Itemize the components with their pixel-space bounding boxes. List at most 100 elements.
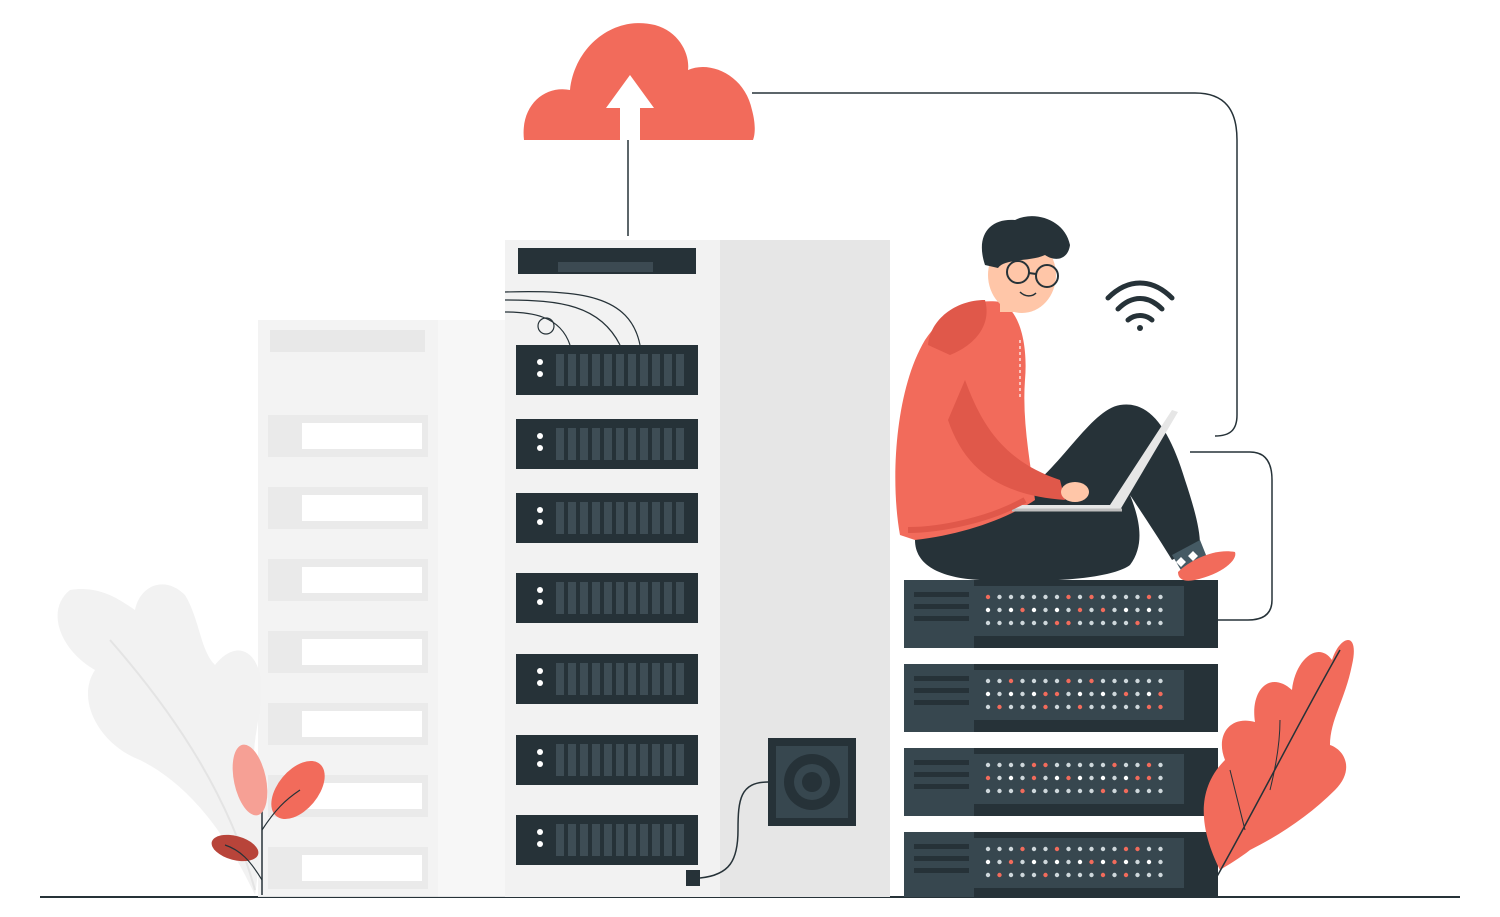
- status-led: [997, 594, 1002, 600]
- status-led: [1123, 872, 1129, 878]
- status-led: [1031, 859, 1037, 865]
- status-led: [1066, 691, 1071, 697]
- status-led: [1112, 872, 1117, 878]
- status-led: [1020, 594, 1025, 600]
- status-led: [985, 872, 991, 878]
- status-led: [1008, 775, 1014, 781]
- status-led: [1100, 607, 1106, 613]
- status-led: [997, 607, 1002, 613]
- wifi-icon: [1105, 280, 1175, 331]
- status-led: [1031, 607, 1037, 613]
- red-plant-small: [211, 744, 325, 895]
- status-led: [1043, 594, 1048, 600]
- status-led: [1077, 678, 1083, 684]
- status-led: [1089, 594, 1094, 600]
- status-led: [1043, 788, 1048, 794]
- status-led: [1043, 775, 1048, 781]
- status-led: [985, 691, 991, 697]
- status-led: [1123, 620, 1129, 626]
- fan-cable: [699, 781, 769, 879]
- fan-icon: [768, 738, 856, 826]
- status-led: [1077, 762, 1083, 768]
- status-led: [1031, 762, 1037, 768]
- status-led: [1146, 762, 1152, 768]
- status-led: [1158, 775, 1163, 781]
- status-led: [1089, 859, 1094, 865]
- status-led: [1054, 788, 1060, 794]
- status-led: [1146, 594, 1152, 600]
- status-led: [1100, 678, 1106, 684]
- status-led: [985, 678, 991, 684]
- status-led: [1020, 704, 1025, 710]
- status-led: [1089, 704, 1094, 710]
- status-led: [1123, 846, 1129, 852]
- status-led: [1146, 691, 1152, 697]
- status-led: [1077, 607, 1083, 613]
- status-led: [1112, 704, 1117, 710]
- status-led: [1031, 704, 1037, 710]
- status-led: [1054, 704, 1060, 710]
- status-led: [1146, 620, 1152, 626]
- person-with-laptop: [895, 216, 1236, 582]
- status-led: [1066, 872, 1071, 878]
- status-led: [1135, 678, 1140, 684]
- status-led: [1135, 691, 1140, 697]
- status-led: [997, 678, 1002, 684]
- status-led: [1066, 762, 1071, 768]
- status-led: [1089, 607, 1094, 613]
- status-led: [1158, 704, 1163, 710]
- status-led: [1008, 678, 1014, 684]
- status-led: [1043, 859, 1048, 865]
- status-led: [1089, 872, 1094, 878]
- status-led: [1066, 788, 1071, 794]
- status-led: [1112, 607, 1117, 613]
- status-led: [1100, 762, 1106, 768]
- status-led: [1066, 704, 1071, 710]
- status-led: [1054, 620, 1060, 626]
- cloud-upload-icon: [523, 23, 755, 236]
- status-led: [1031, 846, 1037, 852]
- status-led: [1043, 846, 1048, 852]
- status-led: [1043, 704, 1048, 710]
- status-led: [1008, 788, 1014, 794]
- status-led: [1158, 872, 1163, 878]
- status-led: [1054, 607, 1060, 613]
- status-led: [1123, 678, 1129, 684]
- status-led: [1008, 762, 1014, 768]
- status-led: [1100, 846, 1106, 852]
- status-led: [1043, 762, 1048, 768]
- status-led: [985, 704, 991, 710]
- status-led: [1020, 775, 1025, 781]
- status-led: [1112, 691, 1117, 697]
- status-led: [1158, 846, 1163, 852]
- status-led: [1100, 872, 1106, 878]
- status-led: [1158, 678, 1163, 684]
- status-led: [1146, 607, 1152, 613]
- status-led: [1054, 678, 1060, 684]
- status-led: [1077, 620, 1083, 626]
- status-led: [1054, 691, 1060, 697]
- status-led: [1054, 775, 1060, 781]
- status-led: [1008, 594, 1014, 600]
- status-led: [1123, 607, 1129, 613]
- status-led: [1089, 788, 1094, 794]
- status-led: [1146, 872, 1152, 878]
- status-led: [1100, 691, 1106, 697]
- status-led: [997, 704, 1002, 710]
- status-led: [997, 859, 1002, 865]
- status-led: [1123, 775, 1129, 781]
- status-led: [997, 620, 1002, 626]
- status-led: [1077, 704, 1083, 710]
- status-led: [1077, 775, 1083, 781]
- status-led: [1066, 775, 1071, 781]
- status-led: [1135, 594, 1140, 600]
- status-led: [1112, 678, 1117, 684]
- status-led: [997, 691, 1002, 697]
- status-led: [1089, 762, 1094, 768]
- status-led: [1020, 620, 1025, 626]
- status-led: [1008, 607, 1014, 613]
- status-led: [1043, 872, 1048, 878]
- status-led: [1123, 788, 1129, 794]
